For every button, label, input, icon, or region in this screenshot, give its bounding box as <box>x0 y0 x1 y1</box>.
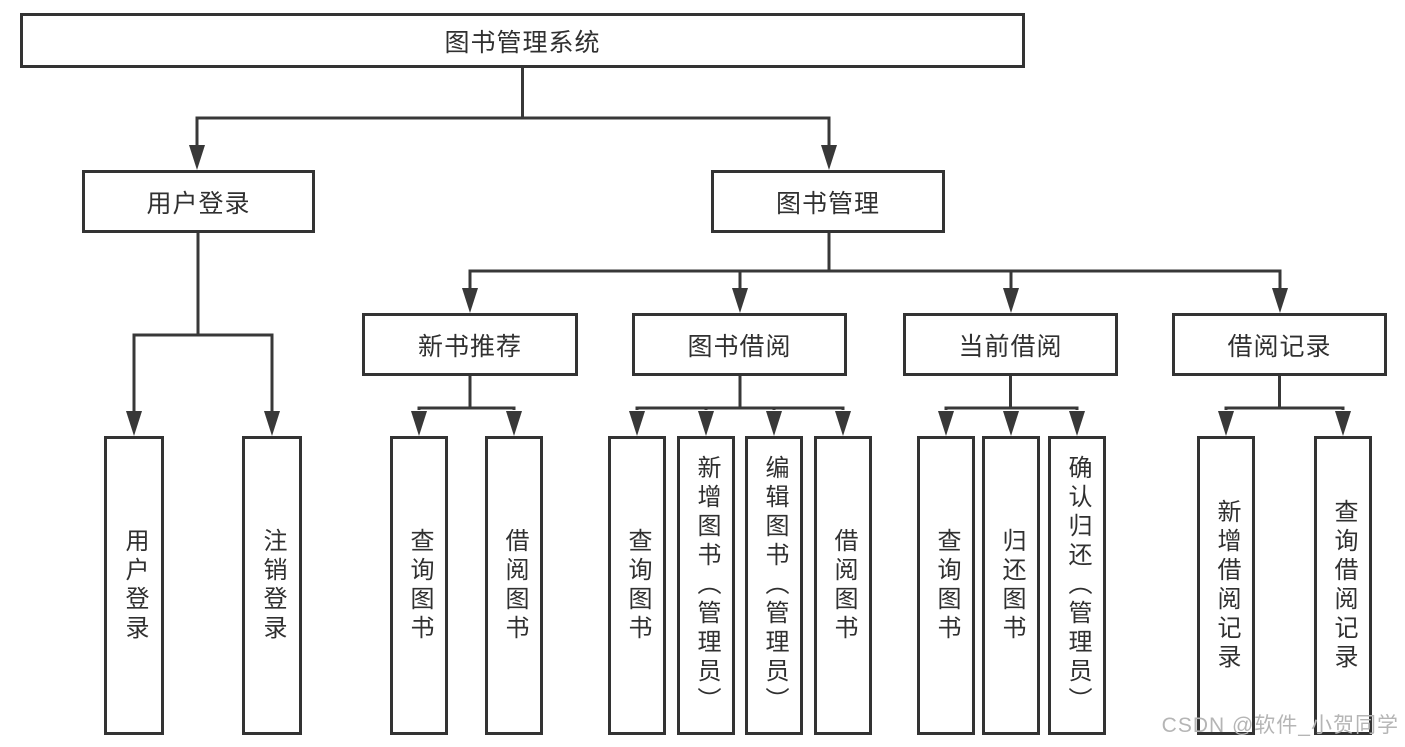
leaf-label: 借阅图书 <box>501 527 528 644</box>
arrow-down-icon <box>411 411 427 436</box>
leaf-borrow-books-recommend: 借阅图书 <box>485 436 543 735</box>
node-label: 新书推荐 <box>417 332 522 361</box>
node-label: 图书管理系统 <box>444 28 601 57</box>
arrow-down-icon <box>766 411 782 436</box>
node-label: 用户登录 <box>146 189 251 218</box>
leaf-query-books-borrow: 查询图书 <box>608 436 666 735</box>
arrow-down-icon <box>1335 411 1351 436</box>
leaf-query-books-recommend: 查询图书 <box>390 436 448 735</box>
csdn-watermark: CSDN @软件_小贺同学 <box>1161 714 1399 737</box>
arrow-down-icon <box>1003 288 1019 313</box>
node-user-login: 用户登录 <box>82 170 315 233</box>
leaf-return-book: 归还图书 <box>982 436 1040 735</box>
arrowheads <box>126 145 1351 436</box>
leaf-confirm-return-admin: 确认归还（管理员） <box>1048 436 1106 735</box>
leaf-query-books-current: 查询图书 <box>917 436 975 735</box>
leaf-logout: 注销登录 <box>242 436 302 735</box>
arrow-down-icon <box>732 288 748 313</box>
leaf-label: 新增图书（管理员） <box>693 455 720 716</box>
arrow-down-icon <box>264 411 280 436</box>
leaf-query-borrow-record: 查询借阅记录 <box>1314 436 1372 735</box>
leaf-add-book-admin: 新增图书（管理员） <box>677 436 735 735</box>
leaf-add-borrow-record: 新增借阅记录 <box>1197 436 1255 735</box>
node-new-book-recommend: 新书推荐 <box>362 313 578 376</box>
arrow-down-icon <box>629 411 645 436</box>
arrow-down-icon <box>1069 411 1085 436</box>
leaf-label: 新增借阅记录 <box>1213 498 1240 673</box>
leaf-label: 查询图书 <box>933 527 960 644</box>
arrow-down-icon <box>189 145 205 170</box>
leaf-label: 借阅图书 <box>830 527 857 644</box>
arrow-down-icon <box>126 411 142 436</box>
leaf-edit-book-admin: 编辑图书（管理员） <box>745 436 803 735</box>
leaf-label: 查询图书 <box>406 527 433 644</box>
leaf-borrow-books: 借阅图书 <box>814 436 872 735</box>
arrow-down-icon <box>1272 288 1288 313</box>
arrow-down-icon <box>698 411 714 436</box>
leaf-label: 归还图书 <box>998 527 1025 644</box>
arrow-down-icon <box>1218 411 1234 436</box>
node-current-borrow: 当前借阅 <box>903 313 1118 376</box>
node-library-system: 图书管理系统 <box>20 13 1025 68</box>
connector-paths <box>132 68 1345 413</box>
node-label: 图书管理 <box>775 189 880 218</box>
arrow-down-icon <box>506 411 522 436</box>
node-label: 当前借阅 <box>958 332 1063 361</box>
leaf-user-login: 用户登录 <box>104 436 164 735</box>
leaf-label: 用户登录 <box>121 527 148 644</box>
leaf-label: 查询借阅记录 <box>1330 498 1357 673</box>
leaf-label: 查询图书 <box>624 527 651 644</box>
leaf-label: 确认归还（管理员） <box>1064 455 1091 716</box>
node-book-management: 图书管理 <box>711 170 945 233</box>
arrow-down-icon <box>1003 411 1019 436</box>
node-label: 图书借阅 <box>687 332 792 361</box>
arrow-down-icon <box>821 145 837 170</box>
node-borrow-records: 借阅记录 <box>1172 313 1387 376</box>
node-label: 借阅记录 <box>1227 332 1332 361</box>
leaf-label: 编辑图书（管理员） <box>761 455 788 716</box>
leaf-label: 注销登录 <box>259 527 286 644</box>
arrow-down-icon <box>938 411 954 436</box>
arrow-down-icon <box>835 411 851 436</box>
arrow-down-icon <box>462 288 478 313</box>
node-book-borrow: 图书借阅 <box>632 313 847 376</box>
